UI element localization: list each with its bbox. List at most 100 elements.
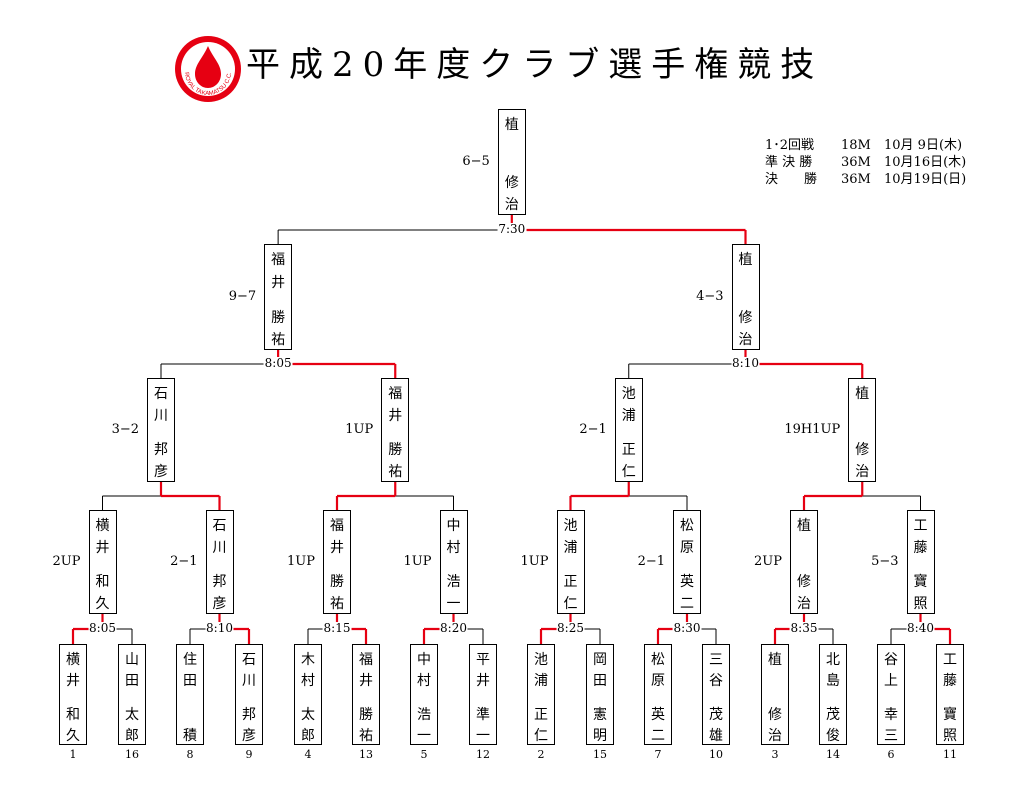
- name-char: 茂: [826, 707, 840, 723]
- match-score: 1UP: [287, 553, 315, 569]
- name-char: 井: [330, 540, 344, 556]
- tee-time: 8:30: [672, 621, 702, 635]
- name-char: 茂: [709, 707, 723, 723]
- seed-number: 11: [943, 748, 957, 761]
- winner-box: 福井勝祐: [264, 244, 293, 350]
- name-char: 勝: [359, 707, 373, 723]
- match-score: 6−5: [462, 153, 490, 169]
- player-box: 植修治: [761, 644, 789, 745]
- name-char: 修: [768, 707, 782, 723]
- name-char: 一: [476, 728, 490, 744]
- name-char: 福: [271, 252, 286, 268]
- name-char: 彦: [242, 728, 256, 744]
- winner-box: 池浦正仁: [556, 510, 585, 614]
- name-char: 正: [621, 442, 636, 458]
- name-char: 三: [884, 728, 898, 744]
- tee-time: 8:10: [205, 621, 234, 635]
- name-char: 藤: [943, 673, 957, 689]
- name-char: 浦: [534, 673, 548, 689]
- name-char: 積: [183, 728, 197, 744]
- name-char: 邦: [212, 574, 227, 590]
- winner-box: 池浦正仁: [614, 378, 643, 482]
- name-char: 川: [212, 540, 227, 556]
- name-char: 治: [768, 728, 782, 744]
- name-char: 勝: [330, 574, 344, 590]
- name-char: 太: [301, 707, 315, 723]
- name-char: 住: [183, 652, 197, 668]
- name-char: 俊: [826, 728, 840, 744]
- name-char: 福: [388, 386, 403, 402]
- name-char: 田: [125, 673, 139, 689]
- name-char: 村: [301, 673, 315, 689]
- name-char: 山: [125, 652, 139, 668]
- name-char: 田: [593, 673, 607, 689]
- name-char: 二: [680, 596, 694, 612]
- name-char: 照: [913, 596, 928, 612]
- winner-box: 中村浩一: [439, 510, 468, 614]
- name-char: 二: [651, 728, 665, 744]
- match-score: 2UP: [52, 553, 81, 569]
- name-char: 村: [446, 540, 461, 556]
- club-logo: ROYAL TAKAMATSU C.C.: [173, 34, 243, 104]
- name-char: 木: [301, 652, 315, 668]
- winner-box: 横井和久: [88, 510, 117, 614]
- match-score: 2−1: [170, 553, 198, 569]
- name-char: 池: [534, 652, 548, 668]
- name-char: 正: [534, 707, 548, 723]
- name-char: 川: [154, 408, 168, 424]
- name-char: 植: [504, 117, 519, 133]
- seed-number: 10: [709, 748, 723, 761]
- name-char: 英: [651, 707, 665, 723]
- player-box: 石川邦彦: [235, 644, 263, 745]
- seed-number: 7: [654, 748, 662, 761]
- tee-time: 8:40: [906, 621, 935, 635]
- name-char: 祐: [271, 332, 286, 348]
- name-char: 植: [855, 386, 870, 402]
- player-box: 谷上幸三: [877, 644, 905, 745]
- name-char: 横: [66, 652, 80, 668]
- name-char: 島: [826, 673, 840, 689]
- seed-number: 5: [420, 748, 428, 761]
- tee-time: 7:30: [497, 222, 527, 236]
- name-char: 谷: [884, 652, 898, 668]
- name-char: 正: [563, 574, 578, 590]
- player-box: 中村浩一: [410, 644, 438, 745]
- red-drop-logo-icon: ROYAL TAKAMATSU C.C.: [175, 36, 241, 102]
- player-box: 木村太郎: [294, 644, 322, 745]
- name-char: 邦: [242, 707, 256, 723]
- tee-time: 8:05: [88, 621, 117, 635]
- seed-number: 1: [69, 748, 77, 761]
- page-title: 平成20年度クラブ選手権競技: [246, 45, 824, 85]
- name-char: 郎: [301, 728, 315, 744]
- name-char: 治: [738, 332, 753, 348]
- name-char: 一: [417, 728, 431, 744]
- winner-box: 植修治: [790, 510, 818, 614]
- name-char: 祐: [359, 728, 373, 744]
- name-char: 岡: [593, 652, 607, 668]
- name-char: 福: [330, 518, 344, 534]
- name-char: 井: [359, 673, 373, 689]
- schedule-holes: 36M: [841, 172, 871, 187]
- name-char: 横: [95, 518, 110, 534]
- schedule-holes: 18M: [841, 138, 871, 153]
- name-char: 照: [943, 728, 957, 744]
- name-char: 井: [95, 540, 110, 556]
- schedule-date: 10月19日(日): [884, 172, 967, 187]
- winner-box: 植修治: [731, 244, 760, 350]
- winner-box: 福井勝祐: [381, 378, 410, 482]
- schedule-holes: 36M: [841, 155, 871, 170]
- winner-box: 工藤寶照: [906, 510, 935, 614]
- match-score: 9−7: [228, 288, 257, 304]
- name-char: 寶: [943, 707, 957, 723]
- name-char: 松: [680, 518, 694, 534]
- name-char: 幸: [884, 707, 898, 723]
- name-char: 福: [359, 652, 373, 668]
- winner-box: 植修治: [497, 109, 526, 215]
- match-score: 5−3: [871, 553, 899, 569]
- winner-box: 石川邦彦: [147, 378, 175, 482]
- name-char: 明: [593, 728, 607, 744]
- player-box: 松原英二: [644, 644, 672, 745]
- name-char: 邦: [154, 442, 168, 458]
- name-char: 久: [95, 596, 110, 612]
